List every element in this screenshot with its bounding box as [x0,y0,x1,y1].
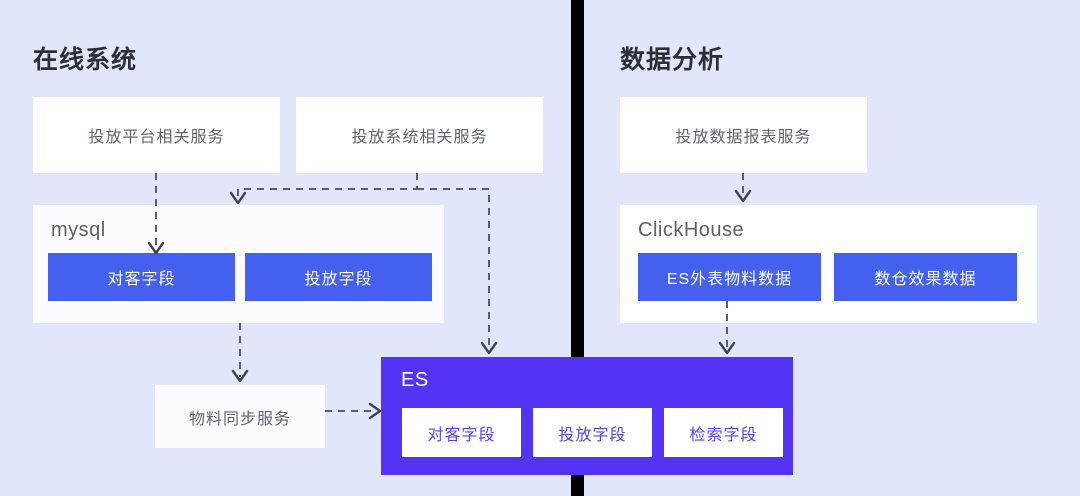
chip-label: 对客字段 [107,271,176,288]
datastore-mysql[interactable]: mysql 对客字段 投放字段 [33,205,444,323]
es-chip-search-fields[interactable]: 检索字段 [664,408,783,457]
chip-label: ES外表物料数据 [666,271,793,288]
service-card-label: 物料同步服务 [188,410,291,428]
chip-label: 投放字段 [304,271,373,288]
arrow-mysql-to-material-sync [231,323,249,383]
arrow-system-service-to-mysql [229,173,418,205]
datastore-title-mysql: mysql [51,219,106,241]
service-card-material-sync[interactable]: 物料同步服务 [155,385,325,448]
service-card-delivery-system[interactable]: 投放系统相关服务 [296,97,543,173]
datastore-clickhouse[interactable]: ClickHouse ES外表物料数据 数仓效果数据 [620,205,1037,323]
service-card-label: 投放系统相关服务 [351,129,488,146]
datastore-title-es: ES [401,369,429,391]
datastore-es[interactable]: ES 对客字段 投放字段 检索字段 [381,357,793,475]
service-card-delivery-platform[interactable]: 投放平台相关服务 [33,97,280,173]
mysql-chip-delivery-fields[interactable]: 投放字段 [245,253,432,301]
arrow-report-service-to-clickhouse [734,173,752,203]
chip-label: 检索字段 [689,426,758,444]
service-card-delivery-report[interactable]: 投放数据报表服务 [620,97,867,173]
service-card-label: 投放数据报表服务 [675,129,812,146]
clickhouse-chip-warehouse-effect[interactable]: 数仓效果数据 [834,253,1017,301]
section-title-data-analysis: 数据分析 [620,46,725,74]
chip-label: 投放字段 [558,426,627,444]
service-card-label: 投放平台相关服务 [88,129,225,146]
es-chip-customer-fields[interactable]: 对客字段 [402,408,521,457]
datastore-title-clickhouse: ClickHouse [638,219,745,241]
es-chip-delivery-fields[interactable]: 投放字段 [533,408,652,457]
arrow-material-sync-to-es [325,402,382,420]
chip-label: 数仓效果数据 [874,271,977,288]
chip-label: 对客字段 [427,426,496,444]
clickhouse-chip-es-external-material[interactable]: ES外表物料数据 [638,253,821,301]
mysql-chip-customer-fields[interactable]: 对客字段 [48,253,235,301]
section-title-online-system: 在线系统 [33,46,138,74]
